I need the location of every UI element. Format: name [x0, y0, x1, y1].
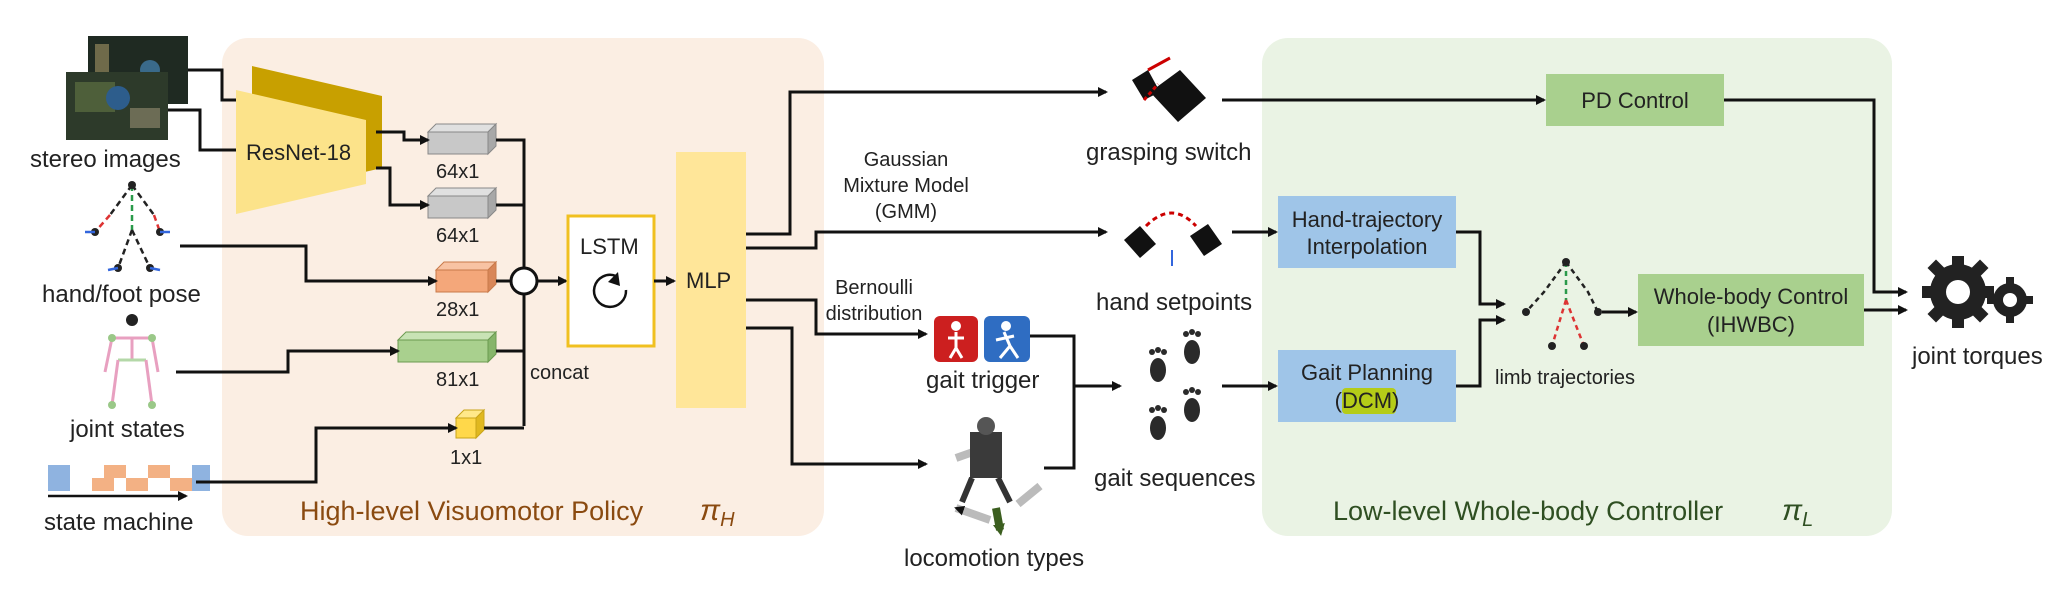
lstm-label: LSTM: [580, 234, 639, 259]
pd-control-label: PD Control: [1581, 88, 1689, 113]
locomotion-types-label: locomotion types: [904, 545, 1084, 572]
mlp-block: [676, 152, 746, 408]
hand-foot-pose-label: hand/foot pose: [42, 281, 201, 308]
joint-states-icon: [103, 314, 160, 409]
limb-trajectories-icon: [1522, 258, 1602, 350]
wbc-line1: Whole-body Control: [1654, 284, 1848, 309]
hand-foot-pose-icon: [85, 181, 170, 272]
hand-setpoints-label: hand setpoints: [1096, 289, 1252, 316]
gear-icon: [1922, 256, 1994, 328]
feature-vector-28: [434, 260, 498, 294]
bernoulli-line1: Bernoulli: [835, 277, 913, 299]
feature-vector-81: [396, 330, 498, 364]
gait-planning-line2: (DCM): [1335, 388, 1400, 413]
gmm-line2: Mixture Model: [843, 175, 969, 197]
state-machine-icon: [48, 465, 210, 501]
feature-64b-label: 64x1: [436, 225, 479, 247]
whole-body-control-block: [1638, 274, 1864, 346]
feature-vector-64a: [426, 122, 498, 156]
grasping-switch-label: grasping switch: [1086, 139, 1251, 166]
limb-trajectories-label: limb trajectories: [1495, 367, 1635, 389]
high-level-title: High-level Visuomotor Policy: [300, 496, 644, 526]
high-level-symbol: πH: [700, 494, 735, 531]
concat-node: [509, 266, 539, 296]
gait-sequences-label: gait sequences: [1094, 465, 1255, 492]
feature-64a-label: 64x1: [436, 161, 479, 183]
stereo-images-icon: [66, 36, 188, 140]
gait-sequences-icon: [1149, 329, 1201, 440]
concat-label: concat: [530, 362, 589, 384]
hand-traj-line2: Interpolation: [1306, 234, 1427, 259]
bernoulli-line2: distribution: [826, 303, 923, 325]
feature-1-label: 1x1: [450, 447, 482, 469]
low-level-title: Low-level Whole-body Controller: [1333, 496, 1723, 526]
feature-vector-1: [454, 408, 486, 440]
hand-trajectory-block: [1278, 196, 1456, 268]
small-gear-icon: [1987, 277, 2033, 323]
gait-trigger-label: gait trigger: [926, 367, 1039, 394]
joint-torques-label: joint torques: [1911, 343, 2043, 370]
feature-28-label: 28x1: [436, 299, 479, 321]
grasping-switch-icon: [1132, 56, 1206, 122]
mlp-label: MLP: [686, 268, 731, 293]
pd-control-block: [1546, 74, 1724, 126]
locomotion-types-icon: [954, 417, 1043, 536]
gait-planning-line1: Gait Planning: [1301, 360, 1433, 385]
feature-vector-64b: [426, 186, 498, 220]
joint-states-label: joint states: [69, 416, 185, 443]
gmm-line1: Gaussian: [864, 149, 949, 171]
low-level-symbol: πL: [1782, 494, 1813, 531]
stereo-images-label: stereo images: [30, 146, 181, 173]
state-machine-label: state machine: [44, 509, 193, 536]
feature-81-label: 81x1: [436, 369, 479, 391]
gmm-line3: (GMM): [875, 201, 937, 223]
dcm-highlight: [1342, 388, 1396, 414]
gait-trigger-icon: [934, 316, 1030, 362]
hand-traj-line1: Hand-trajectory: [1292, 207, 1442, 232]
resnet-18-label: ResNet-18: [246, 140, 351, 165]
resnet-18-block: [236, 90, 366, 214]
wbc-line2: (IHWBC): [1707, 312, 1795, 337]
recurrent-loop-icon: [592, 272, 628, 309]
hand-setpoints-icon: [1124, 211, 1222, 266]
